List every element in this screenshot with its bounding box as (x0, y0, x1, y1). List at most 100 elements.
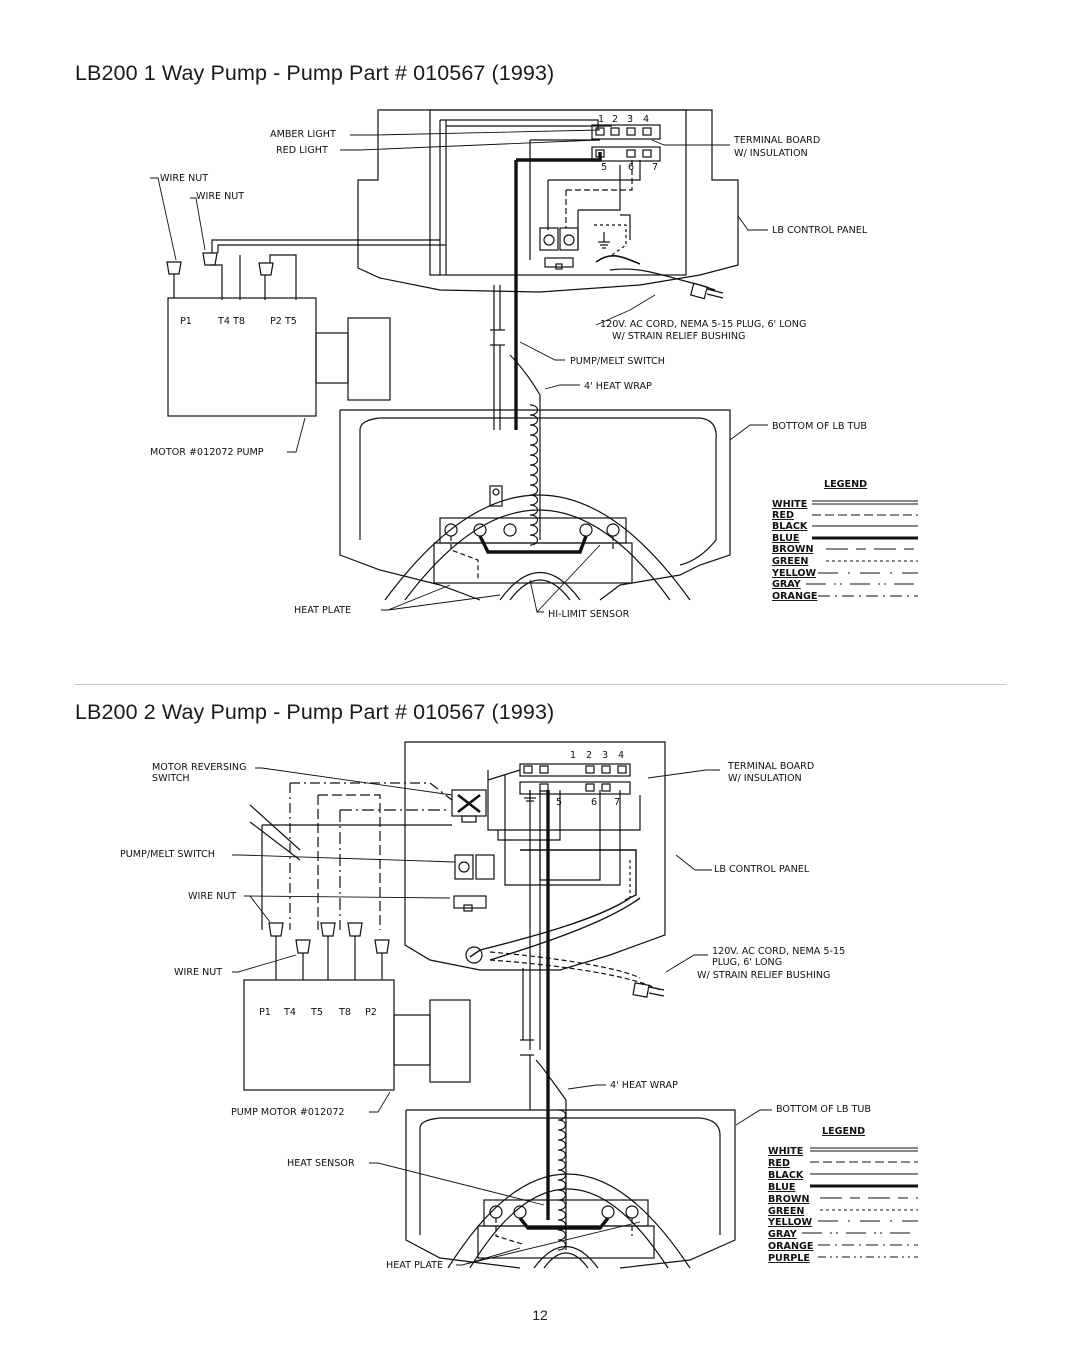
pump-motor-shaft-housing (393, 1014, 431, 1066)
panel-wiring (439, 119, 716, 430)
label-cord: 120V. AC CORD, NEMA 5-15 (712, 946, 845, 957)
motor-term-t8: T8 (338, 1007, 351, 1018)
wiring-diagram-1way: 1 2 3 4 5 6 7 P1 T4 T8 P2 T5 (150, 109, 918, 620)
wire-nuts (268, 922, 390, 954)
legend-white: WHITE (772, 499, 807, 510)
label-heat-wrap: 4' HEAT WRAP (584, 381, 652, 392)
heat-plate-saddle (499, 572, 581, 601)
heat-plate-jumpers (518, 1216, 610, 1230)
legend-2: LEGEND WHITE RED BLACK BLUE BROWN GREEN … (767, 1126, 865, 1264)
legend-2-lines (802, 1147, 918, 1258)
label-amber-light: AMBER LIGHT (270, 129, 336, 140)
label-heat-plate: HEAT PLATE (294, 605, 351, 616)
section-divider (75, 684, 1006, 685)
pump-motor-endcap (429, 999, 471, 1083)
term-bot-6: 6 (628, 162, 634, 173)
lb-tub-inner (359, 417, 717, 566)
heat-wrap-pipe (520, 968, 567, 1251)
motor-term-p2t5: P2 T5 (270, 316, 297, 327)
motor-term-p1: P1 (259, 1007, 271, 1018)
tub-arch (447, 1173, 691, 1269)
label-pump-melt-switch: PUMP/MELT SWITCH (570, 356, 665, 367)
label-pump-motor: PUMP MOTOR #012072 (231, 1107, 345, 1118)
legend-green: GREEN (768, 1206, 804, 1217)
wire-nuts (166, 252, 274, 276)
heat-plate-jumpers (478, 535, 588, 554)
diagram1-title: LB200 1 Way Pump - Pump Part # 010567 (1… (75, 61, 555, 85)
light-indicators (539, 227, 579, 251)
legend-brown: BROWN (768, 1194, 809, 1205)
term-top-3: 3 (602, 750, 608, 761)
label-hi-limit: HI-LIMIT SENSOR (548, 609, 630, 620)
heat-plate-base (477, 1225, 655, 1259)
legend-title: LEGEND (822, 1126, 865, 1137)
term-bot-5: 5 (556, 797, 562, 808)
pump-melt-switch-symbol (453, 854, 495, 912)
term-top-4: 4 (643, 114, 649, 125)
lb-tub-outline (339, 409, 731, 601)
label-lb-control-panel: LB CONTROL PANEL (714, 864, 810, 875)
legend-red: RED (772, 510, 794, 521)
terminal-board (519, 763, 631, 795)
pump-motor-shaft-housing (315, 332, 349, 384)
label-heat-wrap: 4' HEAT WRAP (610, 1080, 678, 1091)
callout-lines (150, 129, 768, 613)
legend-gray: GRAY (772, 579, 802, 590)
legend-orange: ORANGE (772, 591, 817, 602)
label-terminal-board: TERMINAL BOARD (733, 135, 820, 146)
term-bot-5: 5 (601, 162, 607, 173)
label-lb-control-panel: LB CONTROL PANEL (772, 225, 868, 236)
label-wire-nut-1: WIRE NUT (160, 173, 208, 184)
motor-leads (249, 804, 383, 980)
ground-symbol (598, 232, 610, 249)
label-wire-nut-2: WIRE NUT (174, 967, 222, 978)
callout-lines (232, 767, 772, 1266)
power-plug-icon (689, 282, 724, 300)
lb-tub-inner (419, 1117, 721, 1235)
label-cord: 120V. AC CORD, NEMA 5-15 PLUG, 6' LONG (600, 319, 806, 330)
label-bottom-tub: BOTTOM OF LB TUB (772, 421, 867, 432)
label-terminal-board: TERMINAL BOARD (727, 761, 814, 772)
legend-title: LEGEND (824, 479, 867, 490)
motor-term-t4: T4 (283, 1007, 296, 1018)
diagram2-title: LB200 2 Way Pump - Pump Part # 010567 (1… (75, 700, 555, 724)
motor-leads (173, 239, 446, 300)
label-terminal-board-2: W/ INSULATION (728, 773, 802, 784)
label-motor-reversing-2: SWITCH (152, 773, 190, 784)
legend-yellow: YELLOW (771, 568, 817, 579)
motor-term-t4t8: T4 T8 (217, 316, 245, 327)
legend-orange: ORANGE (768, 1241, 813, 1252)
pump-motor-body (243, 979, 395, 1091)
heat-plate-frame (439, 517, 627, 544)
terminal-board (591, 124, 661, 162)
heat-wrap-pipe (490, 285, 541, 546)
legend-blue: BLUE (768, 1182, 795, 1193)
term-top-1: 1 (570, 750, 576, 761)
label-cord-3: W/ STRAIN RELIEF BUSHING (697, 970, 831, 981)
label-pump-melt-switch: PUMP/MELT SWITCH (120, 849, 215, 860)
pump-melt-switch-symbol (544, 257, 574, 270)
legend-black: BLACK (768, 1170, 804, 1181)
label-heat-sensor: HEAT SENSOR (287, 1158, 355, 1169)
page-number: 12 (532, 1307, 548, 1323)
motor-term-p1: P1 (180, 316, 192, 327)
heat-plate-saddle (533, 1245, 599, 1269)
label-cord-2: PLUG, 6' LONG (712, 957, 782, 968)
lb-tub-outline (405, 1109, 736, 1269)
legend-black: BLACK (772, 521, 808, 532)
term-top-2: 2 (586, 750, 592, 761)
control-panel-inner (429, 109, 687, 276)
legend-blue: BLUE (772, 533, 799, 544)
legend-yellow: YELLOW (767, 1217, 813, 1228)
legend-gray: GRAY (768, 1229, 798, 1240)
label-motor-reversing: MOTOR REVERSING (152, 762, 247, 773)
control-panel-outline (357, 109, 739, 293)
term-top-2: 2 (612, 114, 618, 125)
pump-motor-endcap (347, 317, 391, 401)
term-bot-6: 6 (591, 797, 597, 808)
term-bot-7: 7 (614, 797, 620, 808)
legend-white: WHITE (768, 1146, 803, 1157)
legend-green: GREEN (772, 556, 808, 567)
panel-wiring (261, 769, 661, 1220)
motor-reversing-switch-symbol (451, 789, 487, 823)
